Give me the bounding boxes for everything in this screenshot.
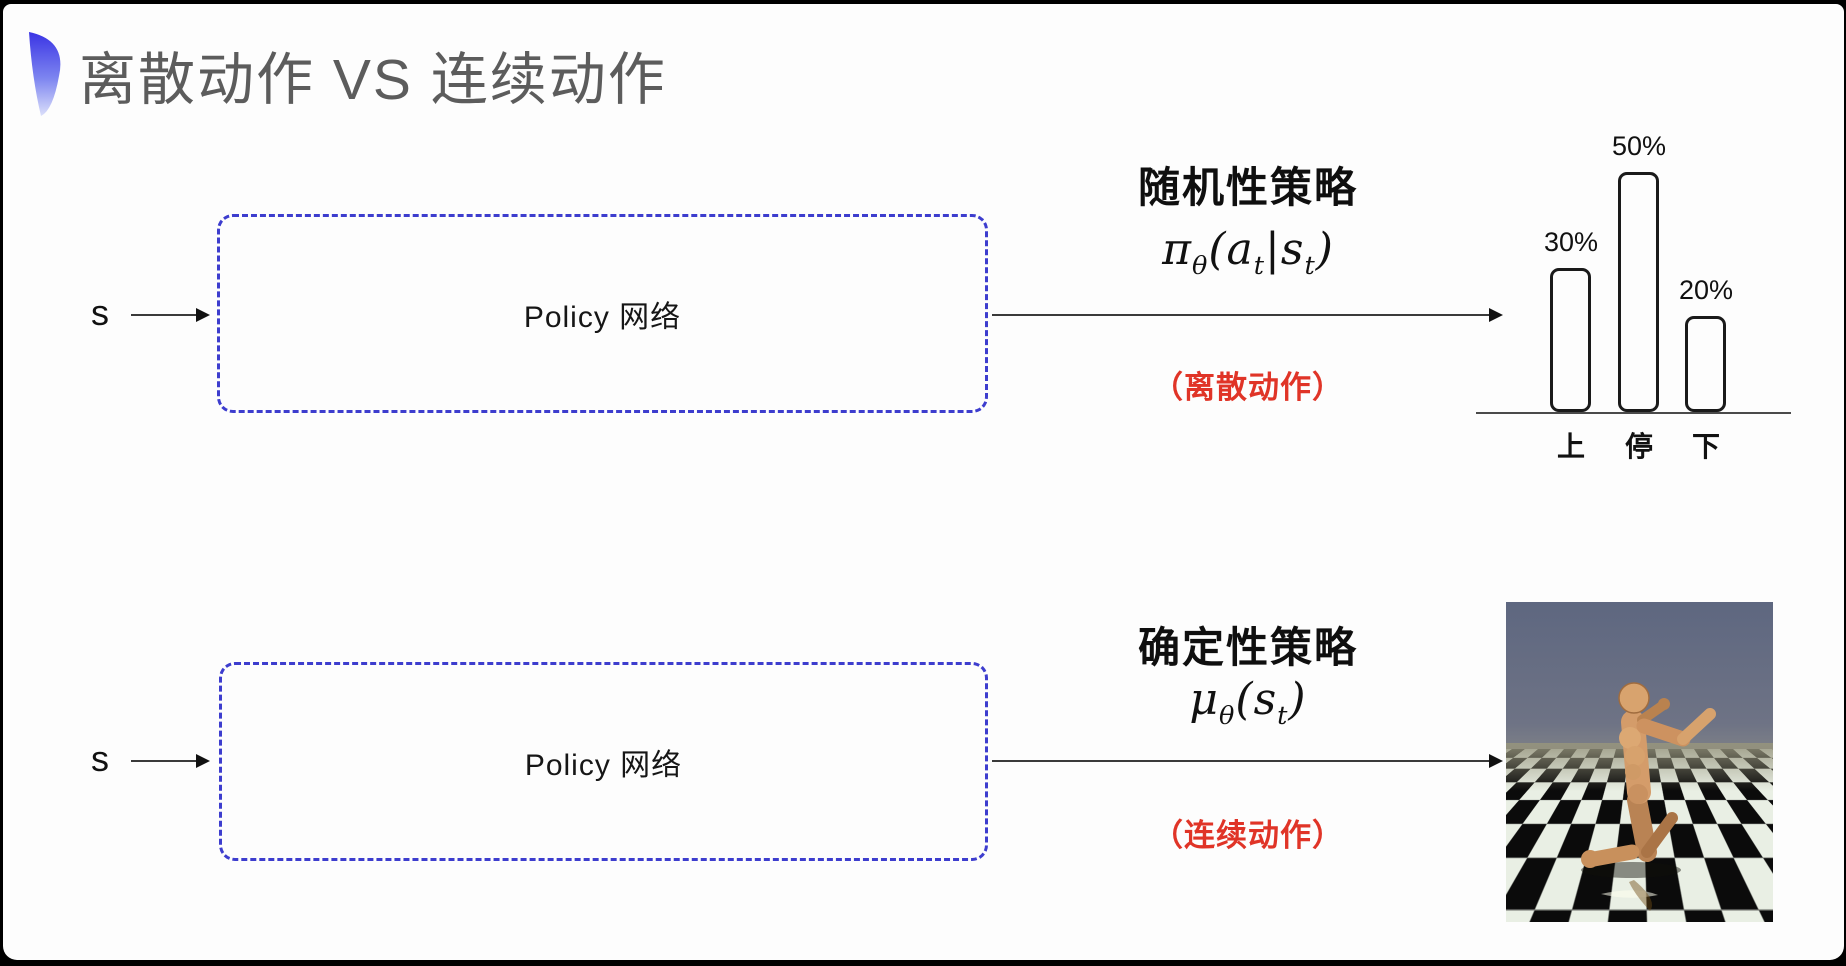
chart-bar [1550, 268, 1591, 412]
policy-network-box: Policy 网络 [219, 662, 988, 861]
chart-bar-value-label: 50% [1611, 131, 1667, 161]
policy-type-label: 确定性策略 [1137, 624, 1358, 671]
page-title: 离散动作 VS 连续动作 [79, 48, 667, 112]
action-probability-bar-chart: 30% 上 50% 停 20% 下 [1458, 99, 1808, 469]
chart-bar [1618, 172, 1659, 412]
chart-bar-category-label: 上 [1556, 431, 1585, 462]
action-type-note: （离散动作） [1152, 370, 1344, 405]
chart-bar-category-label: 下 [1691, 431, 1720, 462]
output-arrow [992, 308, 1503, 322]
chart-bar-value-label: 30% [1543, 227, 1599, 257]
policy-network-label: Policy 网络 [523, 300, 682, 334]
title-crescent-icon [29, 32, 61, 116]
chart-bar-category-label: 停 [1624, 431, 1653, 462]
chart-bar-column: 20% 下 [1675, 99, 1737, 469]
state-input-label: s [91, 292, 109, 333]
policy-formula: πθ(at|st) [1162, 224, 1334, 281]
humanoid-simulation-image [1506, 602, 1773, 922]
policy-network-box: Policy 网络 [217, 214, 988, 413]
action-type-note: （连续动作） [1152, 818, 1344, 853]
policy-formula: μθ(st) [1189, 674, 1307, 731]
policy-network-label: Policy 网络 [524, 748, 683, 782]
state-input-label: s [91, 738, 109, 779]
chart-bar-column: 30% 上 [1540, 99, 1602, 469]
input-arrow [131, 754, 210, 768]
humanoid-robot-figure [1581, 682, 1716, 911]
chart-baseline [1476, 412, 1791, 414]
chart-bar-column: 50% 停 [1608, 99, 1670, 469]
input-arrow [131, 308, 210, 322]
chart-bar [1685, 316, 1726, 412]
chart-bar-value-label: 20% [1678, 275, 1734, 305]
output-arrow [992, 754, 1503, 768]
slide: 离散动作 VS 连续动作 s Policy 网络 随机性策略 πθ(at|st)… [3, 4, 1844, 960]
policy-type-label: 随机性策略 [1137, 164, 1358, 211]
